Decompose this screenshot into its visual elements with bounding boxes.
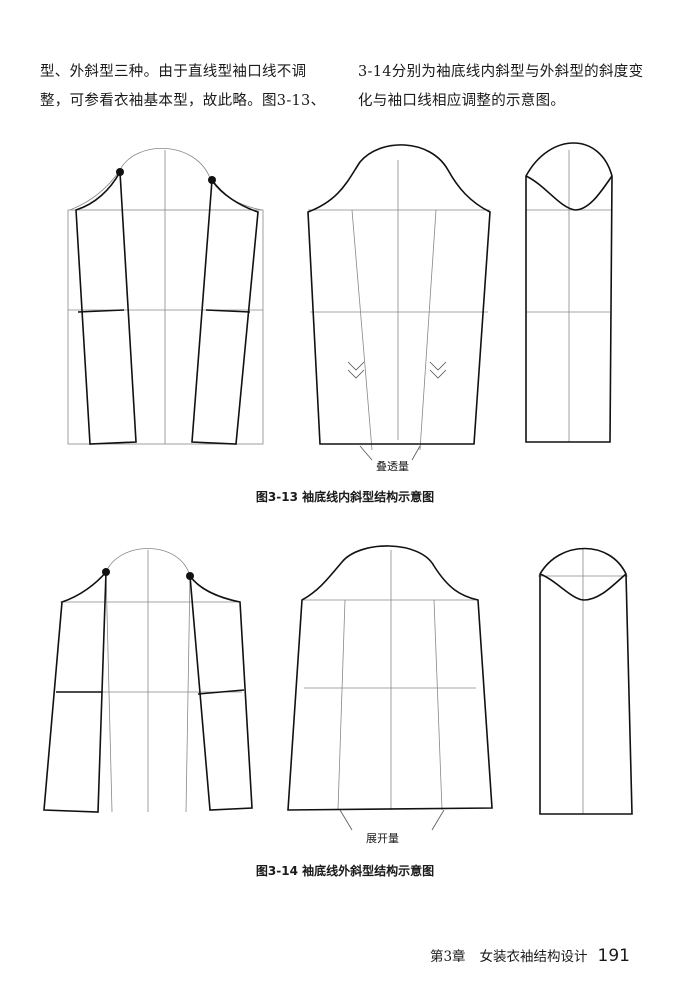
annotation-expansion: 展开量	[366, 832, 399, 845]
figure-3-14-drawing	[43, 545, 633, 831]
narrow-sleeve	[539, 547, 633, 815]
right-half-piece	[191, 179, 259, 445]
figure-3-13: 叠透量	[0, 140, 690, 480]
point-marker	[186, 572, 194, 580]
text-line: 型、外斜型三种。由于直线型袖口线不调	[40, 64, 307, 80]
body-text-left: 型、外斜型三种。由于直线型袖口线不调 整，可参看衣袖基本型，故此略。图3-13、	[40, 58, 332, 116]
text-line: 化与袖口线相应调整的示意图。	[358, 93, 566, 109]
page-number: 191	[597, 946, 630, 966]
left-half-piece	[43, 569, 107, 813]
text-line: 3-14分别为袖底线内斜型与外斜型的斜度变	[358, 64, 644, 80]
page-footer: 第3章女装衣袖结构设计 191	[430, 945, 630, 966]
right-half-piece	[188, 573, 253, 811]
left-half-piece	[75, 171, 137, 445]
adjusted-sleeve	[307, 144, 491, 445]
figure-3-13-caption: 图3-13 袖底线内斜型结构示意图	[255, 490, 435, 504]
figure-3-13-drawing	[67, 142, 613, 461]
chapter-label: 第3章	[429, 949, 466, 965]
body-text-right: 3-14分别为袖底线内斜型与外斜型的斜度变 化与袖口线相应调整的示意图。	[358, 58, 658, 116]
sleeve-frame	[67, 209, 264, 445]
point-marker	[208, 176, 216, 184]
adjusted-sleeve	[287, 545, 493, 811]
figure-3-14-caption: 图3-14 袖底线外斜型结构示意图	[255, 864, 435, 878]
annotation-overlap: 叠透量	[376, 460, 409, 473]
point-marker	[102, 568, 110, 576]
text-line: 整，可参看衣袖基本型，故此略。图3-13、	[40, 93, 326, 109]
point-marker	[116, 168, 124, 176]
chapter-title: 女装衣袖结构设计	[479, 949, 588, 965]
figure-3-14: 展开量	[0, 540, 690, 845]
